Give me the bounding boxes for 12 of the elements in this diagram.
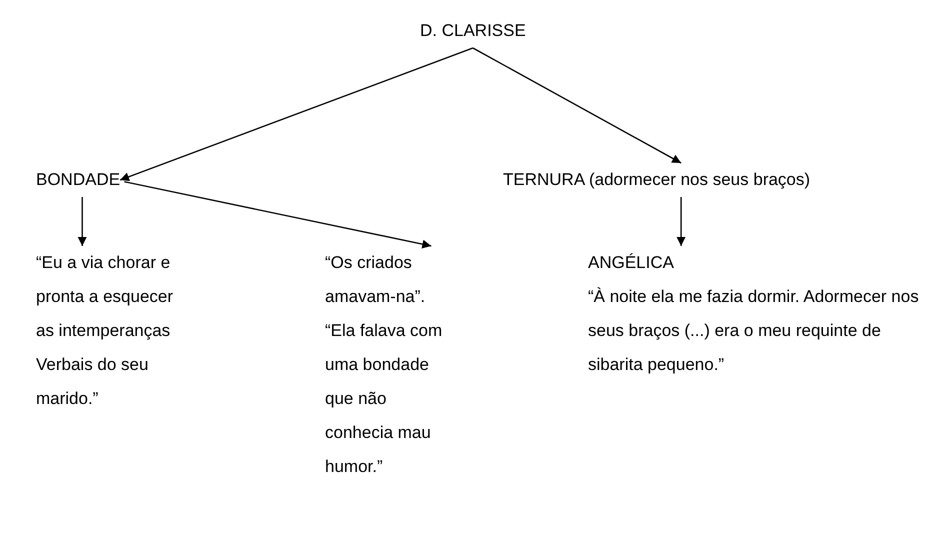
arrow [78, 197, 87, 246]
quote-text: “À noite ela me fazia dormir. Adormecer nos seus braços (...) era o meu requinte de sibarita pequeno.” [588, 286, 920, 376]
quote-text: “Eu a via chorar e pronta a esquecer as intemperanças Verbais do seu marido.” [36, 252, 174, 410]
quote-text: “Os criados amavam-na”. “Ela falava com uma bondade que não conhecia mau humor.” [325, 252, 444, 478]
label-text: BONDADE [36, 169, 120, 191]
label-text: D. CLARISSE [420, 20, 526, 42]
arrow [124, 181, 432, 249]
arrow [472, 47, 682, 164]
arrow [676, 197, 686, 246]
heading-text: ANGÉLICA [588, 252, 675, 274]
arrow [120, 47, 474, 182]
label-text: TERNURA (adormecer nos seus braços) [503, 169, 810, 191]
